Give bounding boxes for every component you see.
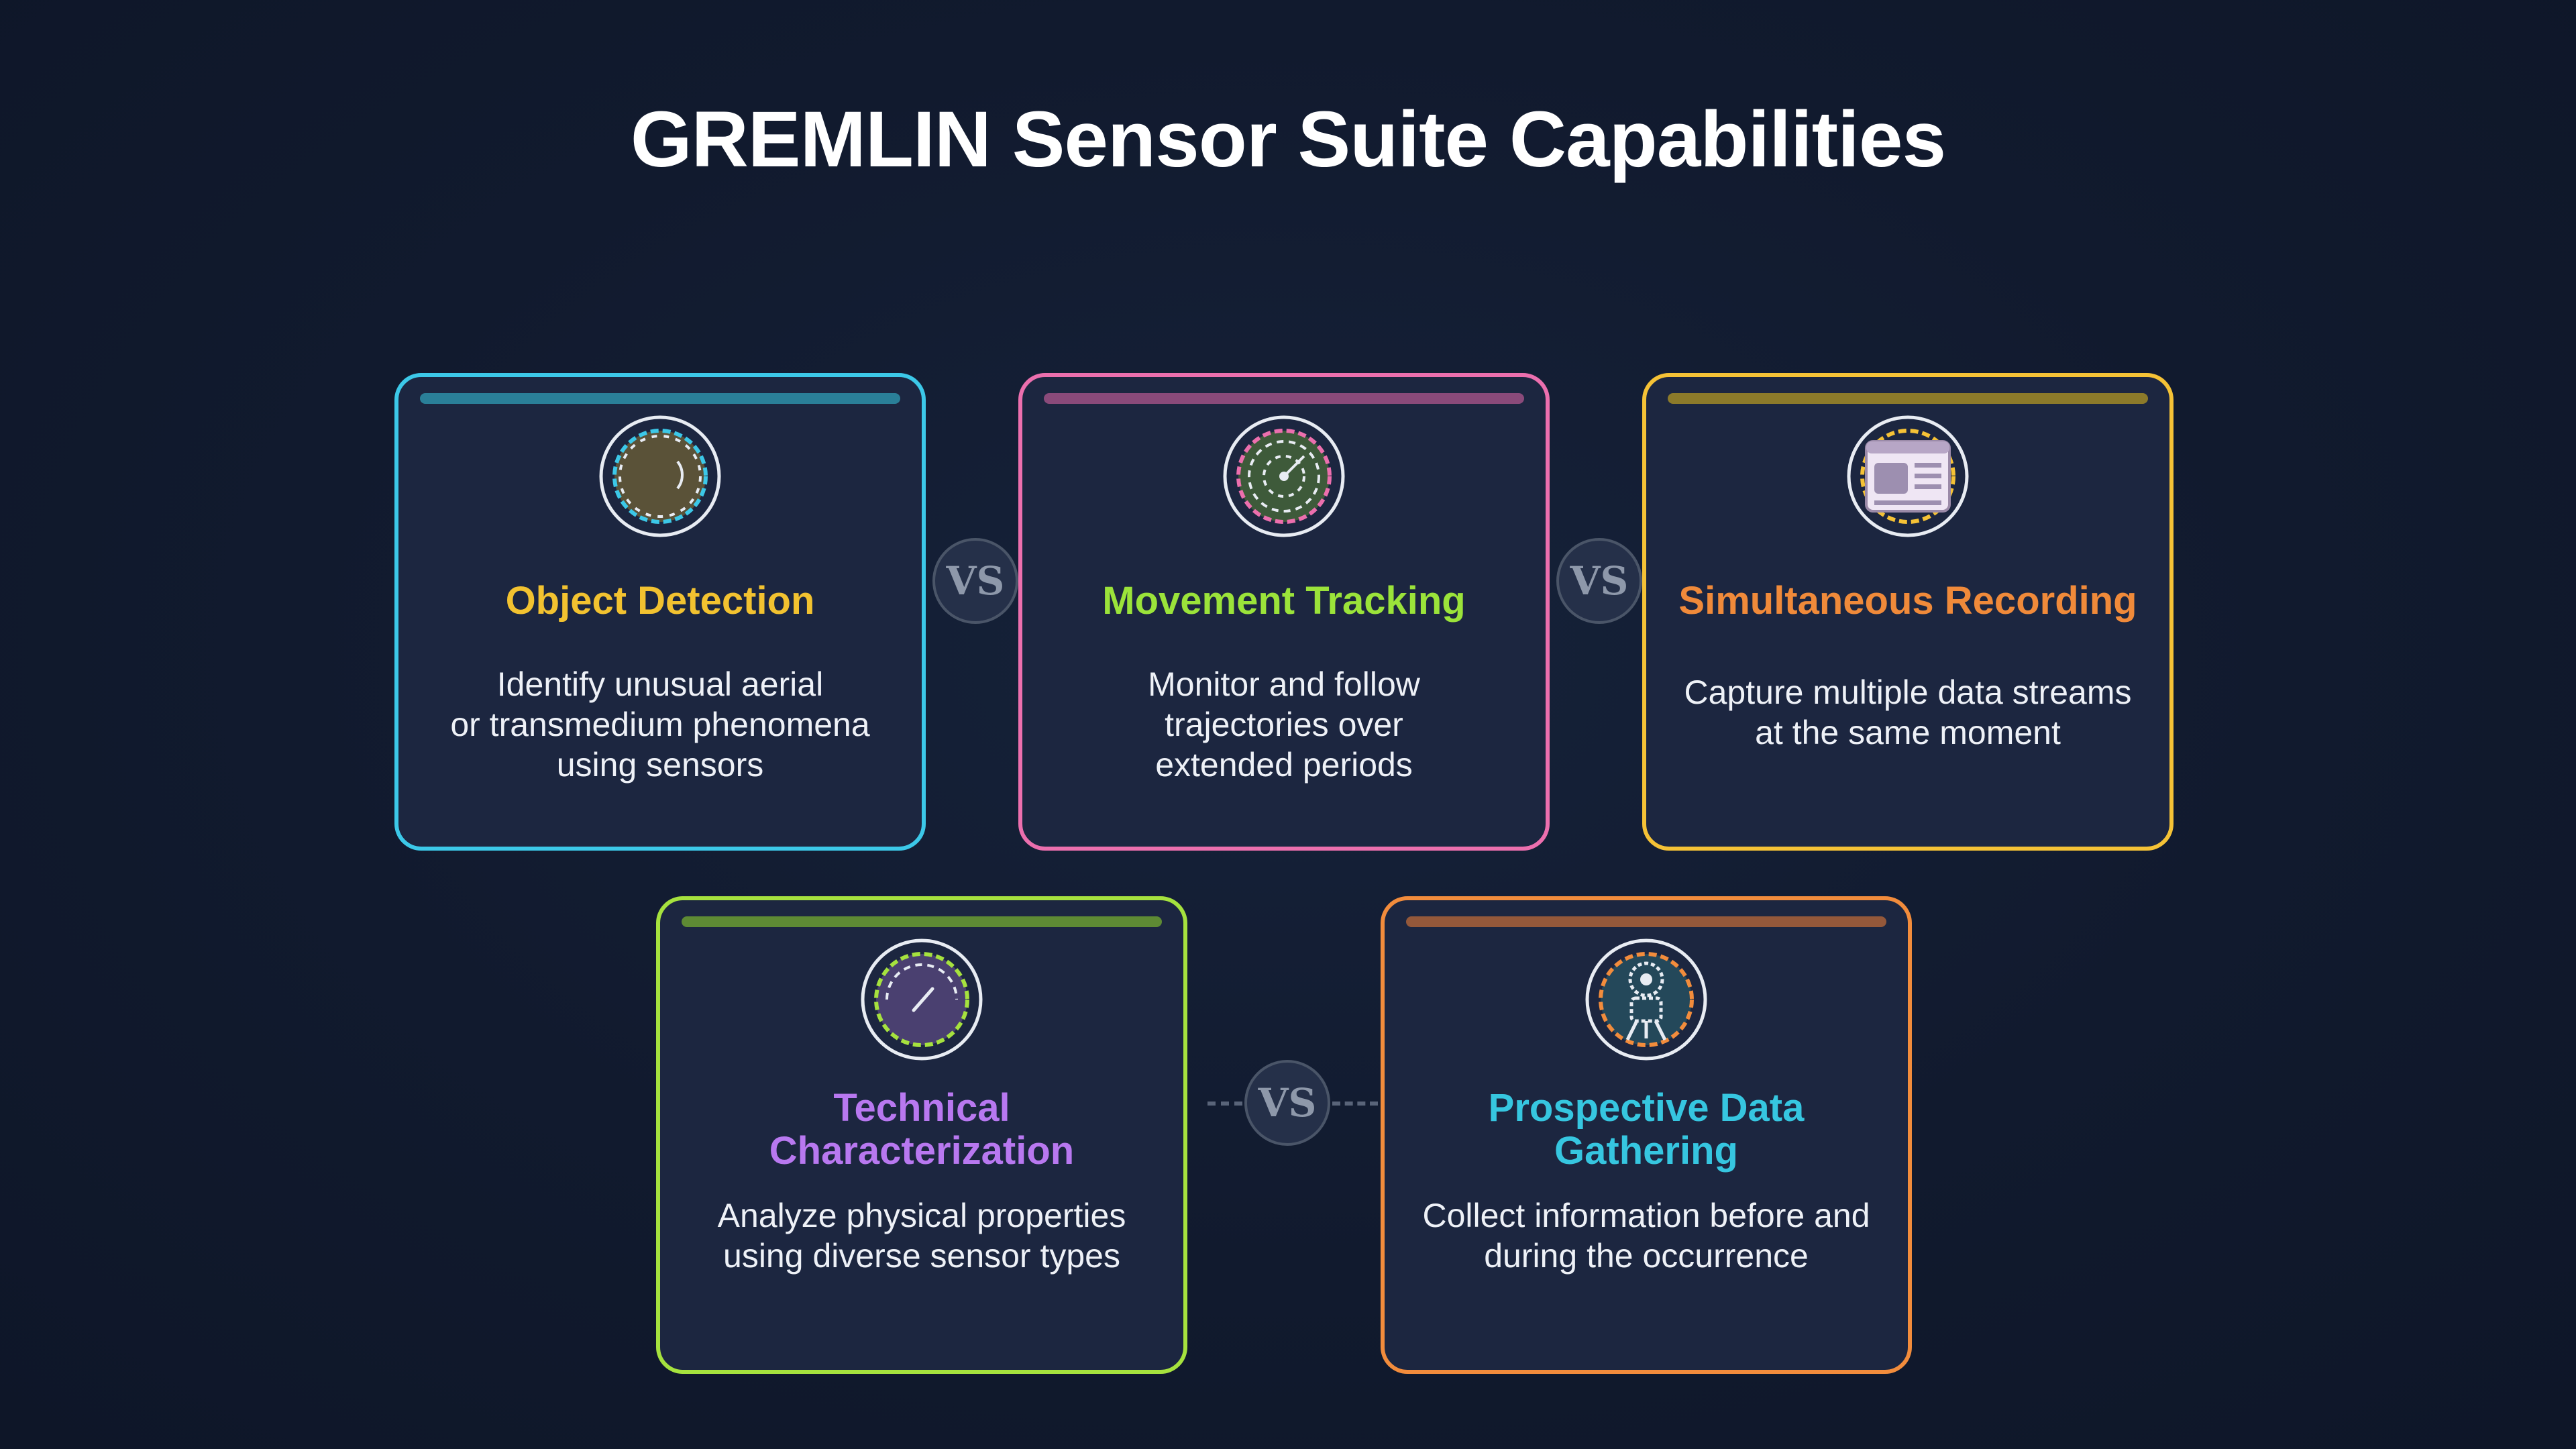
- vs-badge: VS: [1556, 538, 1642, 624]
- card-title: Prospective Data Gathering: [1488, 1086, 1805, 1173]
- card-accent-bar: [1044, 393, 1524, 404]
- vs-badge: VS: [932, 538, 1018, 624]
- card-simultaneous-recording: Simultaneous Recording Capture multiple …: [1642, 373, 2174, 851]
- tracking-target-icon: [1222, 415, 1346, 538]
- card-description: Capture multiple data streams at the sam…: [1684, 674, 2132, 751]
- card-accent-bar: [682, 916, 1162, 927]
- card-title: Object Detection: [505, 579, 815, 623]
- card-description: Collect information before and during th…: [1422, 1197, 1870, 1275]
- connector-dash-left: [1208, 1102, 1242, 1106]
- card-accent-bar: [1406, 916, 1886, 927]
- card-description: Analyze physical properties using divers…: [717, 1197, 1126, 1275]
- gauge-analysis-icon: [860, 938, 983, 1061]
- vs-badge: VS: [1244, 1060, 1330, 1146]
- card-movement-tracking: Movement Tracking Monitor and follow tra…: [1018, 373, 1550, 851]
- sensor-robot-icon: [1585, 938, 1708, 1061]
- card-title: Simultaneous Recording: [1678, 579, 2137, 623]
- page-title: GREMLIN Sensor Suite Capabilities: [630, 95, 1946, 184]
- card-technical-characterization: Technical Characterization Analyze physi…: [656, 896, 1187, 1374]
- card-prospective-data-gathering: Prospective Data Gathering Collect infor…: [1381, 896, 1912, 1374]
- card-description: Monitor and follow trajectories over ext…: [1148, 665, 1420, 784]
- connector-dash-right: [1332, 1102, 1378, 1106]
- document-recording-icon: [1846, 415, 1970, 538]
- card-accent-bar: [1668, 393, 2148, 404]
- card-description: Identify unusual aerial or transmedium p…: [450, 665, 870, 784]
- card-title: Movement Tracking: [1102, 579, 1466, 623]
- detection-radar-icon: [598, 415, 722, 538]
- card-title: Technical Characterization: [769, 1086, 1075, 1173]
- card-object-detection: Object Detection Identify unusual aerial…: [394, 373, 926, 851]
- card-accent-bar: [420, 393, 900, 404]
